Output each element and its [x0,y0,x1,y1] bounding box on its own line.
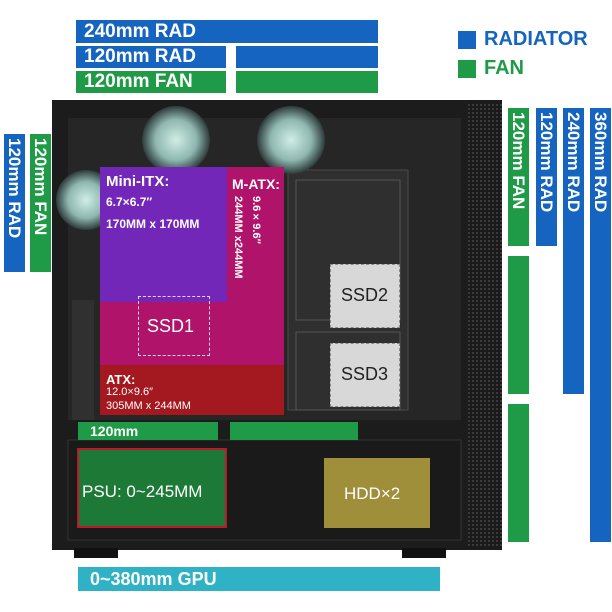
ssd2-slot [330,264,400,328]
fan-legend-swatch [458,60,476,78]
ssd1-slot [138,296,210,356]
right-120mm-fan-bar-2 [508,256,529,394]
top-120mm-fan-bar: 120mm FAN [76,71,226,93]
right-360mm-rad-bar: 360mm RAD [590,108,611,542]
hdd-zone [324,458,430,528]
mini-itx-title: Mini-ITX: [106,173,170,190]
matx-title: M-ATX: [232,176,280,192]
radiator-legend-label: RADIATOR [484,28,588,50]
ssd3-label: SSD3 [341,364,389,384]
right-360mm-rad-label: 360mm RAD [591,112,610,213]
right-120mm-rad-label: 120mm RAD [537,112,556,213]
top-fan-left [142,106,210,174]
psu-zone [77,448,227,528]
top-120mm-fan-label: 120mm FAN [84,71,193,92]
gpu-length-bar: 0~380mm GPU [78,567,440,591]
hdd-label: HDD×2 [344,484,401,503]
mini-itx-zone [100,167,227,302]
left-120mm-rad-bar: 120mm RAD [4,134,25,272]
top-240mm-rad-bar: 240mm RAD [76,20,378,43]
bottom-120mm-fan-label: 120mm [90,423,139,439]
top-120mm-fan-bar-2 [236,71,378,93]
gpu-length-label: 0~380mm GPU [90,569,217,589]
atx-mm: 305MM x 244MM [106,400,191,412]
top-fan-right [257,106,325,174]
top-240mm-rad-label: 240mm RAD [84,21,196,42]
atx-inch: 12.0×9.6″ [106,386,154,398]
ssd2-label: SSD2 [341,285,389,305]
right-120mm-fan-label: 120mm FAN [509,112,528,210]
left-120mm-fan-bar: 120mm FAN [30,134,51,272]
bottom-120mm-fan-bar: 120mm [78,422,218,440]
psu-label: PSU: 0~245MM [82,482,203,501]
right-240mm-rad-bar: 240mm RAD [563,108,584,394]
left-120mm-rad-label: 120mm RAD [5,138,24,239]
ssd1-label: SSD1 [147,316,195,336]
atx-title: ATX: [106,372,136,387]
left-120mm-fan-label: 120mm FAN [31,138,50,236]
mini-itx-mm: 170MM x 170MM [106,217,200,231]
top-120mm-rad-bar-2 [236,46,378,68]
right-240mm-rad-label: 240mm RAD [564,112,583,213]
mini-itx-inch: 6.7×6.7″ [106,195,153,209]
right-120mm-fan-bar-1: 120mm FAN [508,108,529,246]
radiator-legend-swatch [458,31,476,49]
ssd3-slot [330,343,400,407]
fan-legend-label: FAN [484,57,524,79]
bottom-120mm-fan-bar-2 [230,422,358,440]
right-120mm-fan-bar-3 [508,404,529,542]
matx-mm: 244MM x244MM [232,196,244,279]
matx-inch: 9.6×9.6″ [250,196,262,244]
right-120mm-rad-bar: 120mm RAD [536,108,557,246]
top-120mm-rad-label: 120mm RAD [84,46,196,67]
top-120mm-rad-bar: 120mm RAD [76,46,226,68]
